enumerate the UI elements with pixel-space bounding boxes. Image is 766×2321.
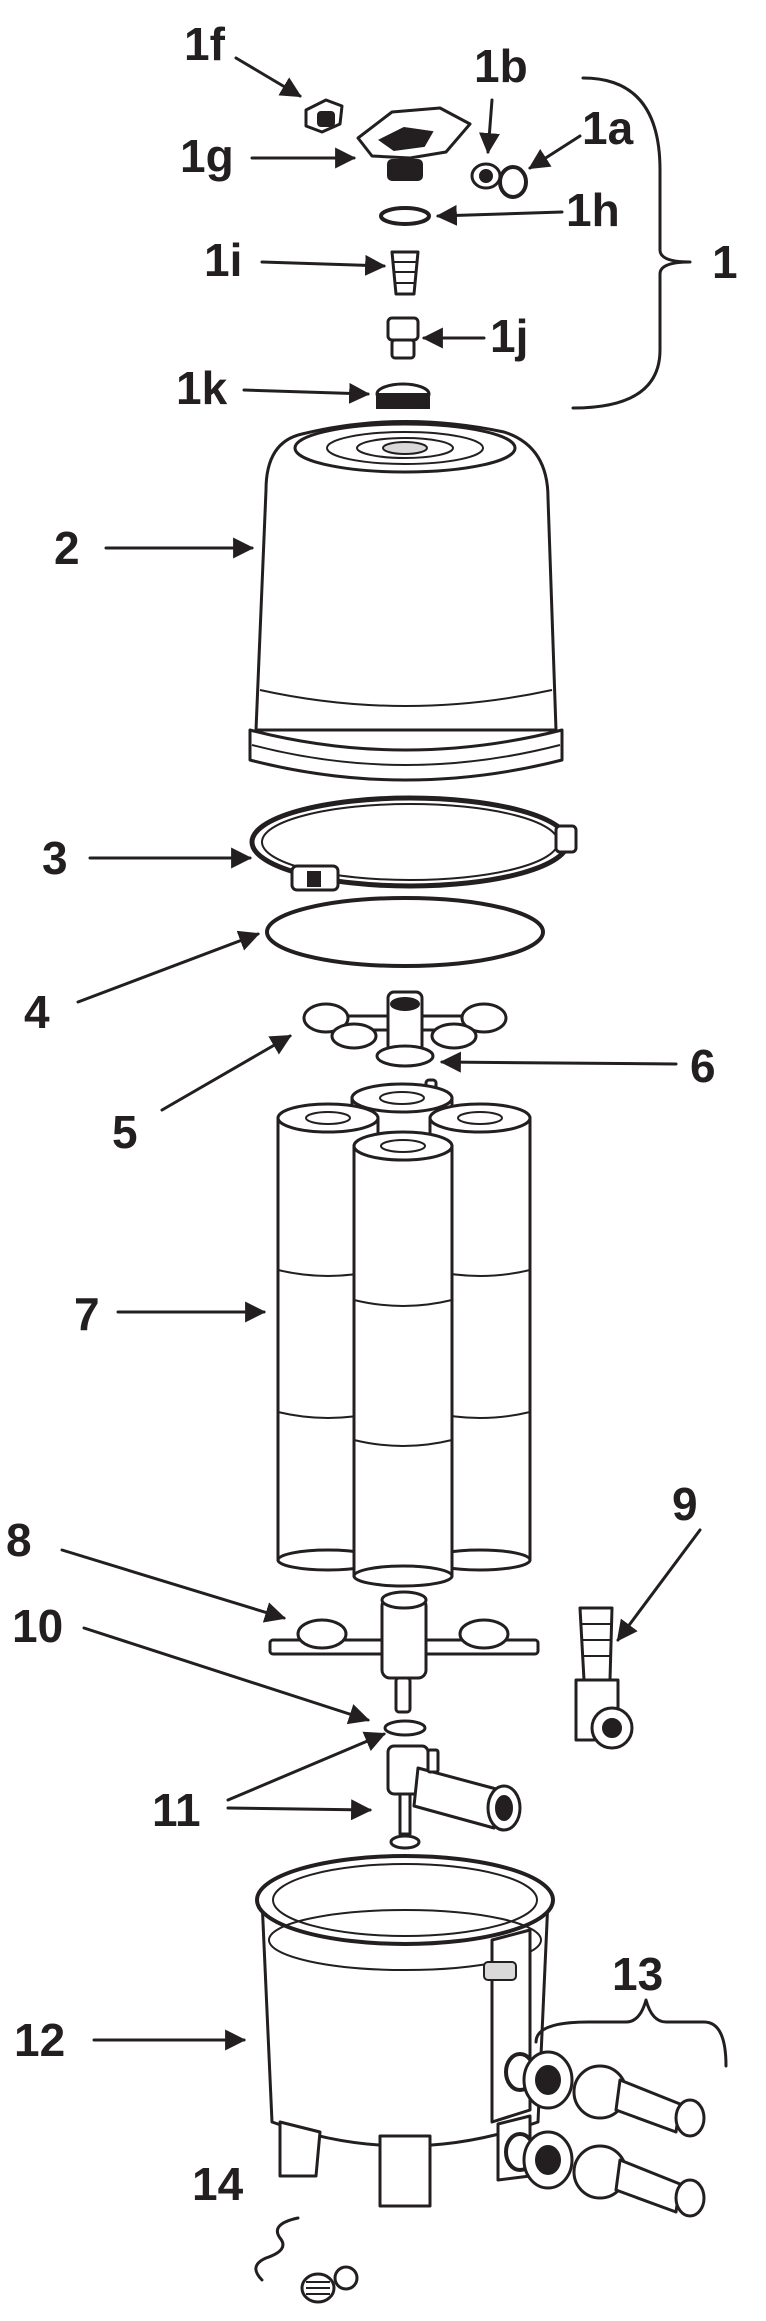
part-1a-oring [498,165,528,199]
label-14: 14 [192,2158,244,2210]
bracket-part-1 [571,76,692,410]
label-2: 2 [54,522,80,574]
label-1i: 1i [204,234,242,286]
part-9-elbow [574,1606,634,1750]
part-1k-adapter [375,382,431,409]
leader-lines [60,56,702,2051]
part-2-tank-lid [248,419,564,782]
label-4: 4 [24,986,50,1038]
label-13: 13 [612,1948,663,2000]
bracket-part-13 [534,1998,728,2068]
label-1g: 1g [180,130,234,182]
label-11: 11 [152,1784,201,1836]
part-1b-knob [470,162,502,190]
label-1j: 1j [490,310,528,362]
part-1j-insert [386,316,420,360]
part-5-upper-manifold [302,990,508,1068]
label-10: 10 [12,1600,63,1652]
label-3: 3 [42,832,68,884]
label-5: 5 [112,1106,138,1158]
part-14-drain-cap [300,2265,359,2304]
label-1f: 1f [184,18,226,70]
label-9: 9 [672,1478,698,1530]
part-8-lower-manifold [268,1590,540,1714]
label-6: 6 [690,1040,716,1092]
part-11-drain-pipe [386,1744,522,1850]
part-1h-oring [379,206,431,226]
part-7-cartridges [276,1082,532,1588]
part-4-oring [265,896,545,968]
part-13-unions [504,2050,706,2218]
part-3-clamp [249,795,578,892]
part-1i-spring [390,250,420,296]
label-1: 1 [712,236,738,288]
label-7: 7 [74,1288,100,1340]
label-1b: 1b [474,40,528,92]
label-12: 12 [14,2014,65,2066]
label-8: 8 [6,1514,32,1566]
label-1k: 1k [176,362,228,414]
part-labels: 1f 1g 1b 1a 1h 1i 1j 1k 1 2 3 4 5 6 7 8 … [6,18,738,2210]
part-1f-valve [304,98,344,134]
part-10-oring [383,1719,427,1737]
label-1h: 1h [566,184,620,236]
part-1g-manifold [356,106,472,181]
label-1a: 1a [582,102,634,154]
bracket-part-14 [254,2216,300,2282]
